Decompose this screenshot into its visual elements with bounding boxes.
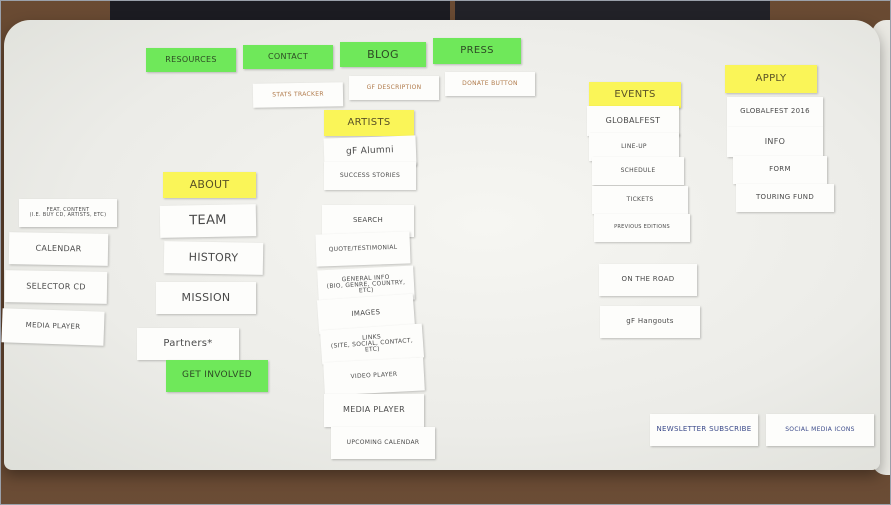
about-partners: Partners*: [137, 328, 239, 360]
artists-heading: Artists: [324, 110, 414, 136]
artist-video-player: Video Player: [323, 357, 425, 396]
events-previous-editions: Previous Editions: [594, 214, 690, 242]
feat-content-card: Feat. Content (i.e. buy cd, artists, etc…: [19, 199, 117, 227]
gf-description-card: GF Description: [349, 76, 439, 100]
apply-globalfest-2016: Globalfest 2016: [727, 97, 823, 127]
social-media-icons-card: Social Media Icons: [766, 414, 874, 446]
apply-touring-fund: Touring Fund: [736, 184, 834, 212]
apply-info: Info: [727, 127, 823, 157]
donate-button-card: Donate Button: [445, 72, 535, 96]
get-involved-note: Get Involved: [166, 360, 268, 392]
events-on-the-road: On the Road: [599, 264, 697, 296]
background-object: [455, 0, 770, 22]
about-team: Team: [159, 204, 257, 238]
apply-heading: Apply: [725, 65, 817, 93]
about-history: History: [163, 241, 264, 275]
artist-media-player: Media Player: [324, 394, 424, 427]
media-player-left-card: Media Player: [1, 308, 105, 346]
press-note: Press: [433, 38, 521, 64]
artist-upcoming-calendar: Upcoming Calendar: [331, 427, 435, 459]
artists-success-stories: Success Stories: [324, 162, 416, 190]
calendar-card: Calendar: [8, 232, 109, 266]
events-schedule: Schedule: [592, 157, 684, 185]
contact-note: Contact: [243, 45, 333, 69]
events-gf-hangouts: gF Hangouts: [600, 306, 700, 338]
apply-form: Form: [733, 156, 827, 184]
newsletter-subscribe-card: Newsletter Subscribe: [650, 414, 758, 446]
events-globalfest: Globalfest: [587, 106, 679, 136]
events-tickets: Tickets: [592, 186, 688, 214]
about-heading: About: [163, 172, 256, 198]
blog-note: Blog: [340, 42, 426, 67]
selector-cd-card: Selector CD: [4, 270, 108, 304]
events-line-up: Line-up: [589, 133, 679, 161]
resources-note: Resources: [146, 48, 236, 72]
stats-tracker-card: Stats Tracker: [252, 82, 344, 108]
artist-quote-testimonial: Quote/Testimonial: [315, 231, 411, 267]
about-mission: Mission: [156, 282, 256, 314]
events-heading: Events: [589, 82, 681, 108]
white-table: [4, 20, 880, 470]
